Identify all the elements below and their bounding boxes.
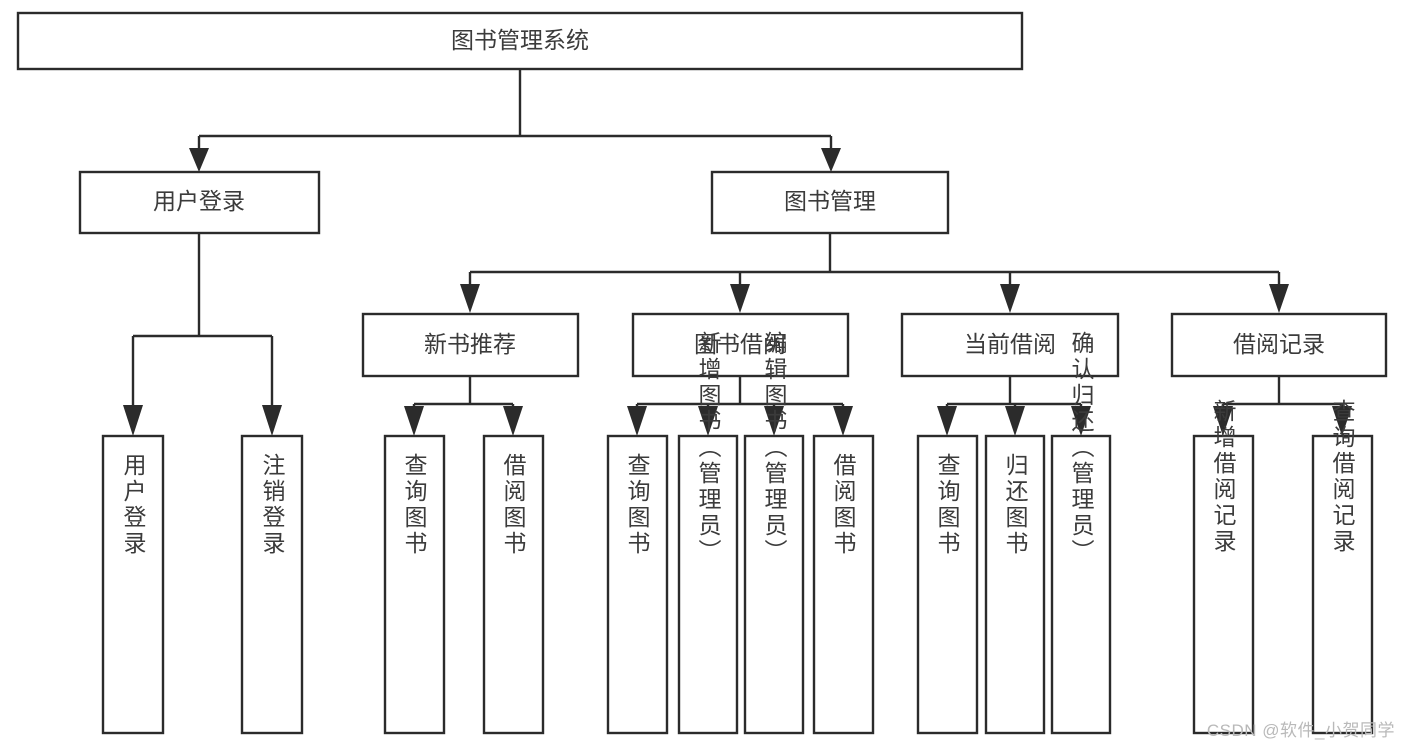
node-leaf-add-record-label: 新增借阅记录 bbox=[1210, 399, 1237, 555]
arrow-head-icon bbox=[1269, 284, 1289, 313]
node-leaf-borrow-book-2-box[interactable] bbox=[812, 434, 875, 735]
arrow-head-icon bbox=[833, 406, 853, 436]
node-leaf-borrow-book-2[interactable]: 借阅图书 bbox=[812, 434, 875, 735]
node-leaf-query-record-box[interactable] bbox=[1311, 434, 1374, 735]
node-book-borrow[interactable]: 图书借阅 bbox=[631, 312, 850, 378]
node-leaf-query-record[interactable]: 查询借阅记录 bbox=[1311, 399, 1374, 735]
arrow-head-icon bbox=[404, 406, 424, 436]
arrow-head-icon bbox=[1332, 406, 1352, 436]
node-leaf-query-book-1[interactable]: 查询图书 bbox=[383, 434, 446, 735]
node-leaf-borrow-book-1-label: 借阅图书 bbox=[500, 453, 527, 557]
node-leaf-add-book-label: 新增图书（管理员） bbox=[695, 331, 722, 565]
node-leaf-confirm-return-box[interactable] bbox=[1050, 434, 1112, 735]
node-leaf-edit-book[interactable]: 编辑图书（管理员） bbox=[743, 331, 805, 735]
node-leaf-borrow-book-2-label: 借阅图书 bbox=[830, 453, 857, 557]
node-leaf-query-book-1-label: 查询图书 bbox=[401, 453, 428, 557]
node-leaf-borrow-book-1[interactable]: 借阅图书 bbox=[482, 434, 545, 735]
node-current-borrow-box[interactable] bbox=[900, 312, 1120, 378]
node-book-manage-box[interactable] bbox=[710, 170, 950, 235]
node-leaf-query-book-3-label: 查询图书 bbox=[934, 453, 961, 557]
node-leaf-return-book-label: 归还图书 bbox=[1002, 453, 1029, 557]
node-current-borrow[interactable]: 当前借阅 bbox=[900, 312, 1120, 378]
arrow-head-icon bbox=[1071, 406, 1091, 436]
arrow-head-icon bbox=[764, 406, 784, 436]
arrow-head-icon bbox=[123, 405, 143, 436]
node-leaf-add-record[interactable]: 新增借阅记录 bbox=[1192, 399, 1255, 735]
node-leaf-query-book-2[interactable]: 查询图书 bbox=[606, 434, 669, 735]
node-new-book-recommend-box[interactable] bbox=[361, 312, 580, 378]
node-leaf-query-book-3[interactable]: 查询图书 bbox=[916, 434, 979, 735]
node-leaf-user-logout-box[interactable] bbox=[240, 434, 304, 735]
node-book-borrow-label: 图书借阅 bbox=[694, 331, 786, 357]
node-leaf-return-book-box[interactable] bbox=[984, 434, 1046, 735]
node-leaf-user-logout[interactable]: 注销登录 bbox=[240, 434, 304, 735]
node-leaf-confirm-return-label: 确认归还（管理员） bbox=[1068, 331, 1095, 565]
node-current-borrow-label: 当前借阅 bbox=[964, 331, 1056, 357]
node-user-login-label: 用户登录 bbox=[153, 188, 245, 214]
arrow-head-icon bbox=[627, 406, 647, 436]
arrow-head-icon bbox=[503, 406, 523, 436]
arrow-head-icon bbox=[821, 148, 841, 172]
arrow-head-icon bbox=[460, 284, 480, 313]
node-book-manage[interactable]: 图书管理 bbox=[710, 170, 950, 235]
node-leaf-add-book[interactable]: 新增图书（管理员） bbox=[677, 331, 739, 735]
arrow-head-icon bbox=[698, 406, 718, 436]
node-leaf-edit-book-box[interactable] bbox=[743, 434, 805, 735]
arrow-head-icon bbox=[730, 284, 750, 313]
node-leaf-add-record-box[interactable] bbox=[1192, 434, 1255, 735]
node-leaf-return-book[interactable]: 归还图书 bbox=[984, 434, 1046, 735]
node-new-book-recommend[interactable]: 新书推荐 bbox=[361, 312, 580, 378]
node-borrow-record[interactable]: 借阅记录 bbox=[1170, 312, 1388, 378]
node-root-box[interactable] bbox=[16, 11, 1024, 71]
node-leaf-query-book-2-label: 查询图书 bbox=[624, 453, 651, 557]
arrow-head-icon bbox=[189, 148, 209, 172]
node-borrow-record-label: 借阅记录 bbox=[1233, 331, 1325, 357]
node-leaf-borrow-book-1-box[interactable] bbox=[482, 434, 545, 735]
node-leaf-edit-book-label: 编辑图书（管理员） bbox=[761, 331, 788, 565]
node-leaf-user-login-box[interactable] bbox=[101, 434, 165, 735]
node-leaf-add-book-box[interactable] bbox=[677, 434, 739, 735]
arrow-head-icon bbox=[1213, 406, 1233, 436]
node-leaf-user-login-label: 用户登录 bbox=[120, 453, 147, 557]
node-leaf-user-login[interactable]: 用户登录 bbox=[101, 434, 165, 735]
node-user-login-box[interactable] bbox=[78, 170, 321, 235]
node-user-login[interactable]: 用户登录 bbox=[78, 170, 321, 235]
node-leaf-query-book-3-box[interactable] bbox=[916, 434, 979, 735]
node-leaf-confirm-return[interactable]: 确认归还（管理员） bbox=[1050, 331, 1112, 735]
node-leaf-query-record-label: 查询借阅记录 bbox=[1329, 399, 1356, 555]
arrow-heads bbox=[123, 148, 1352, 436]
node-root[interactable]: 图书管理系统 bbox=[16, 11, 1024, 71]
arrow-head-icon bbox=[1005, 406, 1025, 436]
node-root-label: 图书管理系统 bbox=[451, 27, 589, 53]
node-new-book-recommend-label: 新书推荐 bbox=[424, 331, 516, 357]
arrow-head-icon bbox=[937, 406, 957, 436]
node-book-borrow-box[interactable] bbox=[631, 312, 850, 378]
node-borrow-record-box[interactable] bbox=[1170, 312, 1388, 378]
node-book-manage-label: 图书管理 bbox=[784, 188, 876, 214]
node-leaf-query-book-1-box[interactable] bbox=[383, 434, 446, 735]
arrow-head-icon bbox=[262, 405, 282, 436]
arrow-head-icon bbox=[1000, 284, 1020, 313]
node-leaf-query-book-2-box[interactable] bbox=[606, 434, 669, 735]
node-leaf-user-logout-label: 注销登录 bbox=[259, 453, 286, 557]
